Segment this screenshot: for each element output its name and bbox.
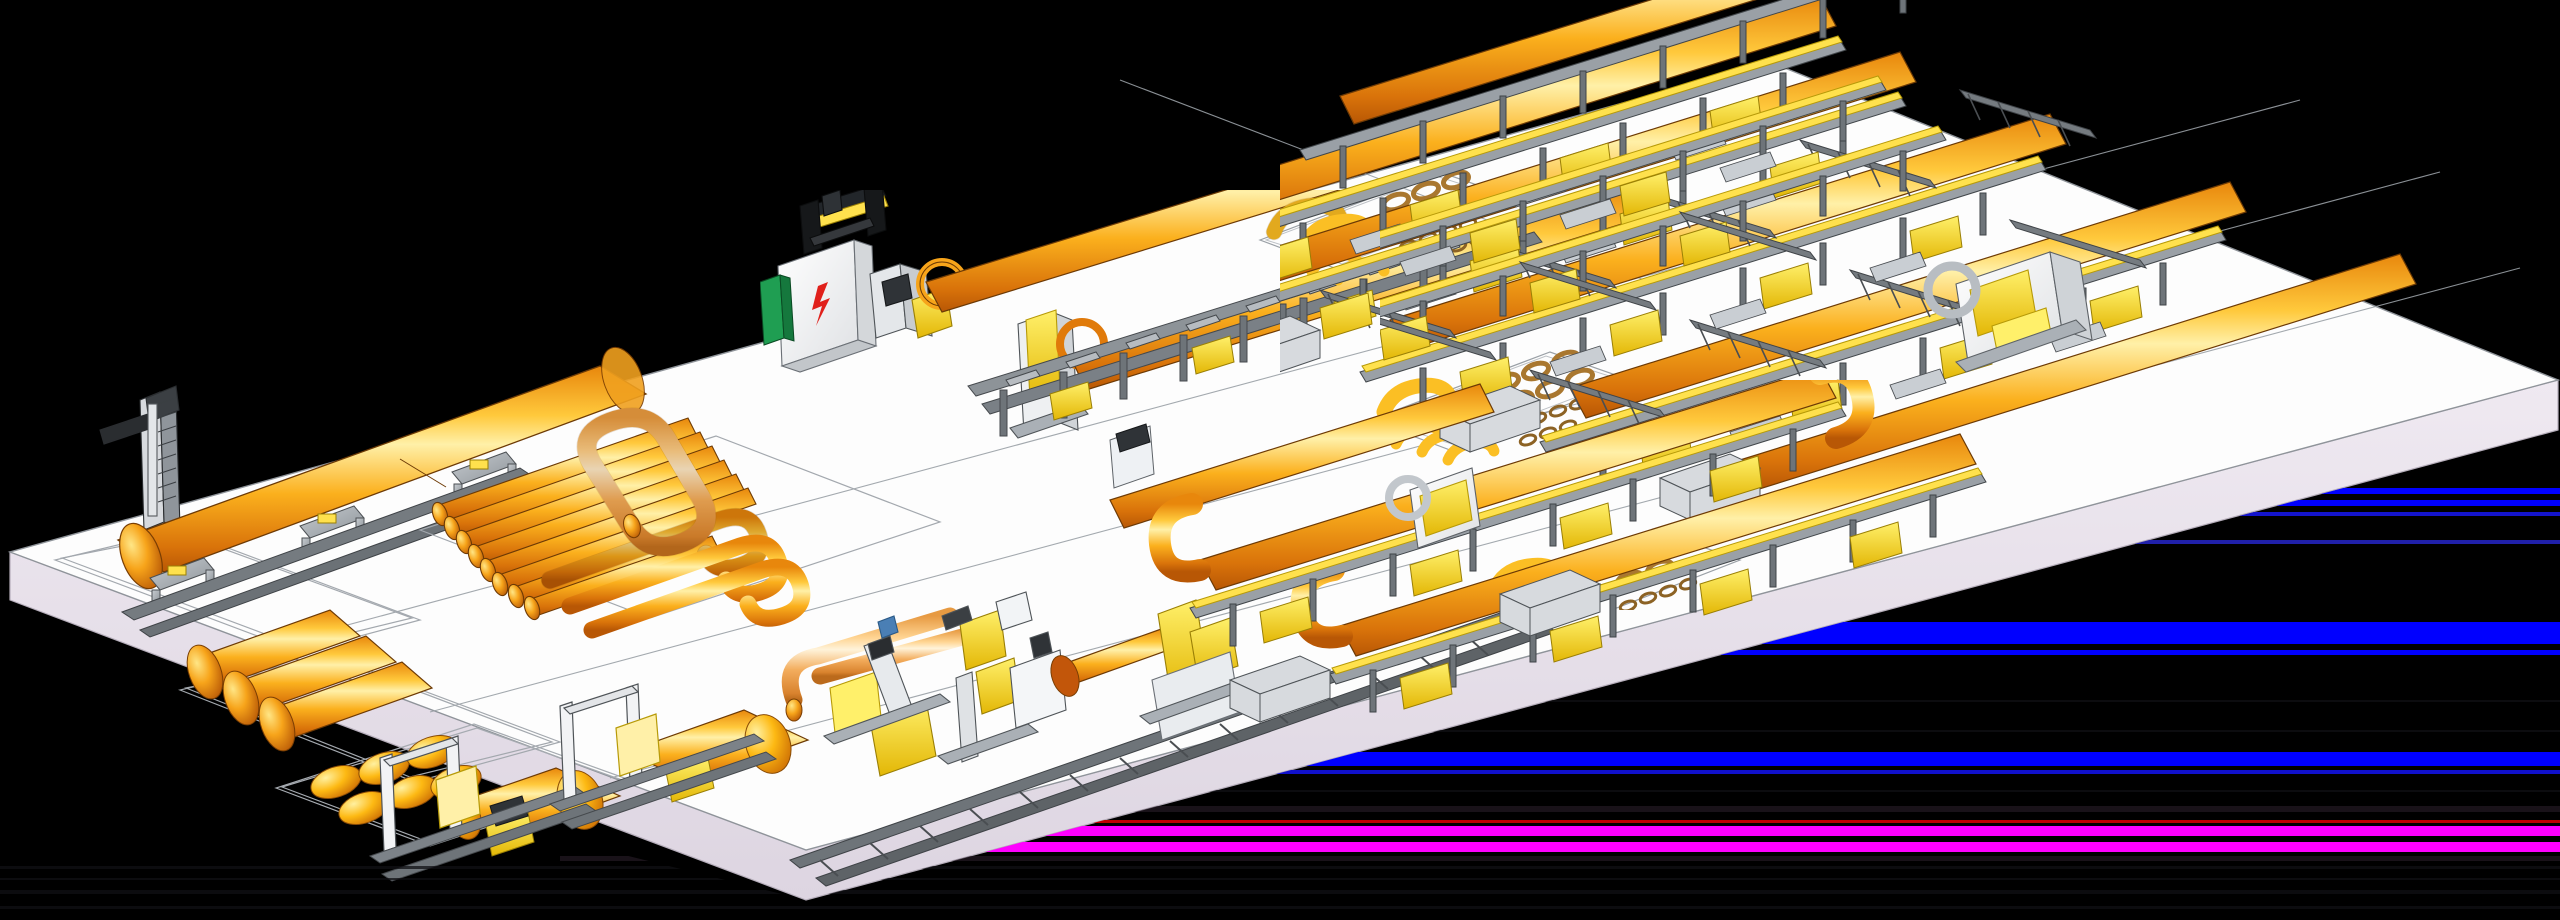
- upper-left-roller-beds: [1399, 151, 1777, 277]
- cnc-machine-head[interactable]: [1923, 251, 2093, 373]
- lightning-bolt-icon: [812, 282, 830, 326]
- control-cabinet-1[interactable]: [777, 239, 878, 373]
- upper-left-carriages: [1380, 171, 1731, 361]
- scene-subtitle: Isometric CAD Layout: [18, 26, 250, 38]
- part-shell-courses[interactable]: [180, 609, 434, 756]
- robot-cell-2[interactable]: [936, 591, 1067, 765]
- line-pipe-a: [925, 190, 1342, 313]
- power-module-1[interactable]: [760, 274, 795, 346]
- upper-left-transfer-track: [1380, 211, 1818, 361]
- conveyor-upper-left-geometry: [1380, 75, 1947, 361]
- gantry-loader-1[interactable]: [799, 190, 889, 255]
- fork-mast: [99, 385, 181, 531]
- pipe-chuck-1[interactable]: [869, 258, 968, 339]
- scene-title: Pipe Spool & Pressure Vessel Fabrication…: [18, 14, 250, 26]
- part-rolled-shell[interactable]: [112, 342, 653, 595]
- operator-station-1[interactable]: [1109, 423, 1155, 489]
- spool-laydown-geometry: [418, 407, 942, 639]
- elbowed-spool-group[interactable]: [540, 507, 811, 639]
- vessel-assembly-geometry: [274, 683, 810, 882]
- part-ubend-spool[interactable]: [576, 407, 717, 557]
- conveyor-lower-geometry: [1109, 380, 1987, 723]
